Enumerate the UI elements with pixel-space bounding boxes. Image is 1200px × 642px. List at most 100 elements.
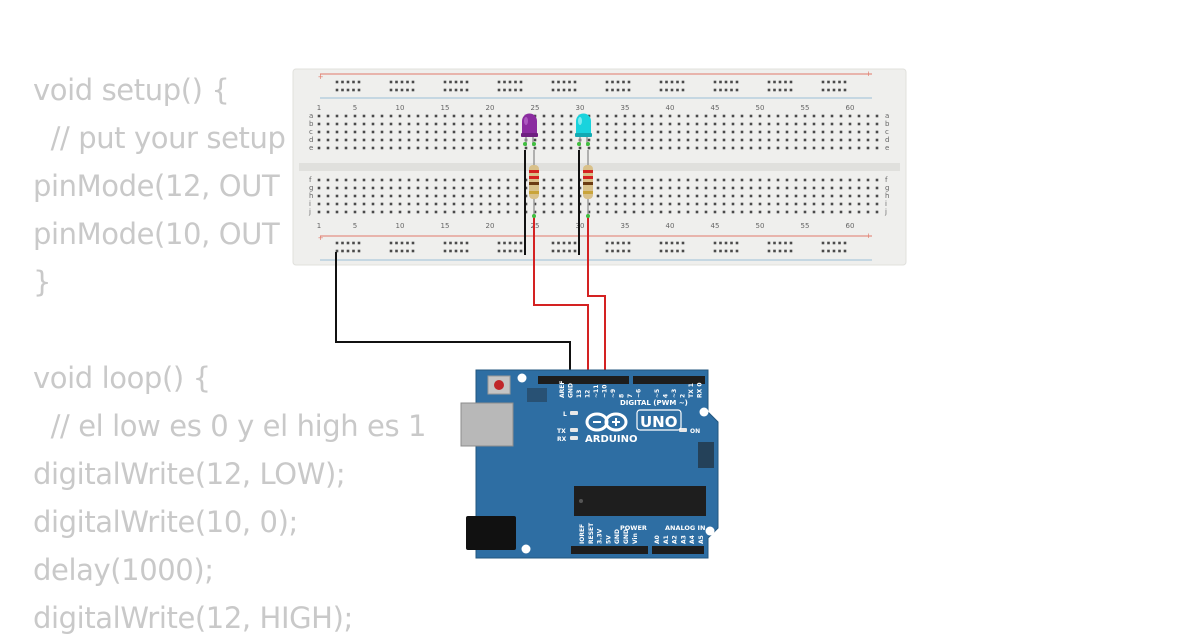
breadboard-hole bbox=[857, 114, 861, 118]
breadboard-label: 35 bbox=[621, 222, 630, 230]
breadboard-hole bbox=[411, 80, 415, 84]
on-label: ON bbox=[690, 428, 700, 435]
digital-label: DIGITAL (PWM ~) bbox=[620, 399, 688, 407]
breadboard-hole bbox=[326, 202, 330, 206]
breadboard-hole bbox=[335, 178, 339, 182]
breadboard-hole bbox=[371, 178, 375, 182]
breadboard-hole bbox=[659, 249, 663, 253]
breadboard-hole bbox=[317, 130, 321, 134]
breadboard-hole bbox=[839, 186, 843, 190]
breadboard-hole bbox=[344, 114, 348, 118]
breadboard-hole bbox=[479, 130, 483, 134]
breadboard-hole bbox=[596, 210, 600, 214]
breadboard-hole bbox=[686, 122, 690, 126]
breadboard-hole bbox=[668, 130, 672, 134]
breadboard-hole bbox=[335, 80, 339, 84]
breadboard-hole bbox=[551, 80, 555, 84]
breadboard-label: 25 bbox=[531, 104, 540, 112]
breadboard-hole bbox=[695, 210, 699, 214]
breadboard-hole bbox=[443, 210, 447, 214]
breadboard-hole bbox=[767, 80, 771, 84]
breadboard-hole bbox=[335, 210, 339, 214]
breadboard-hole bbox=[389, 146, 393, 150]
breadboard-label: i bbox=[885, 200, 887, 208]
breadboard-hole bbox=[641, 146, 645, 150]
resistor-band bbox=[583, 191, 593, 194]
pin-label: ~5 bbox=[654, 389, 661, 398]
breadboard-hole bbox=[352, 249, 355, 253]
breadboard-hole bbox=[443, 80, 447, 84]
breadboard-hole bbox=[326, 178, 330, 182]
breadboard-hole bbox=[389, 249, 393, 253]
breadboard-hole bbox=[776, 178, 780, 182]
led-purple-body bbox=[522, 113, 537, 136]
breadboard-hole bbox=[416, 186, 420, 190]
breadboard-hole bbox=[713, 194, 717, 198]
breadboard-hole bbox=[326, 122, 330, 126]
breadboard-hole bbox=[434, 130, 438, 134]
breadboard-hole bbox=[488, 130, 492, 134]
breadboard-hole bbox=[665, 249, 668, 253]
breadboard-label: 40 bbox=[666, 104, 675, 112]
breadboard-hole bbox=[848, 210, 852, 214]
breadboard-hole bbox=[596, 138, 600, 142]
breadboard-hole bbox=[623, 202, 627, 206]
breadboard-hole bbox=[542, 202, 546, 206]
breadboard-hole bbox=[875, 194, 879, 198]
breadboard-hole bbox=[632, 114, 636, 118]
breadboard-hole bbox=[353, 114, 357, 118]
breadboard-hole bbox=[371, 210, 375, 214]
mounting-hole bbox=[705, 526, 715, 536]
breadboard-hole bbox=[380, 146, 384, 150]
breadboard-hole bbox=[371, 194, 375, 198]
breadboard-hole bbox=[389, 88, 393, 92]
rail-plus-label: + bbox=[318, 233, 323, 243]
breadboard-hole bbox=[470, 202, 474, 206]
breadboard-hole bbox=[353, 194, 357, 198]
breadboard-hole bbox=[519, 241, 523, 245]
breadboard-hole bbox=[317, 194, 321, 198]
breadboard-hole bbox=[551, 241, 555, 245]
power-header bbox=[571, 546, 648, 554]
breadboard-hole bbox=[443, 146, 447, 150]
breadboard-hole bbox=[407, 178, 411, 182]
breadboard-hole bbox=[713, 241, 717, 245]
breadboard-hole bbox=[686, 186, 690, 190]
pin-label: 8 bbox=[619, 394, 626, 398]
breadboard-hole bbox=[830, 178, 834, 182]
breadboard-hole bbox=[562, 88, 566, 92]
breadboard-hole bbox=[454, 80, 458, 84]
breadboard-hole bbox=[677, 122, 681, 126]
breadboard-hole bbox=[767, 202, 771, 206]
breadboard-hole bbox=[353, 210, 357, 214]
breadboard-hole bbox=[821, 130, 825, 134]
code-line: digitalWrite(10, 0); bbox=[33, 505, 298, 539]
breadboard-hole bbox=[479, 186, 483, 190]
breadboard-hole bbox=[773, 80, 776, 84]
breadboard-label: 50 bbox=[756, 222, 765, 230]
breadboard-hole bbox=[389, 80, 393, 84]
breadboard-hole bbox=[352, 80, 355, 84]
breadboard-hole bbox=[380, 210, 384, 214]
breadboard-hole bbox=[398, 178, 402, 182]
breadboard-hole bbox=[407, 114, 411, 118]
breadboard-hole bbox=[560, 186, 564, 190]
breadboard-hole bbox=[731, 202, 735, 206]
breadboard-hole bbox=[452, 114, 456, 118]
breadboard-hole bbox=[616, 249, 620, 253]
breadboard-hole bbox=[362, 122, 366, 126]
breadboard-hole bbox=[614, 210, 618, 214]
breadboard-hole bbox=[821, 138, 825, 142]
breadboard-hole bbox=[749, 130, 753, 134]
pin-label: GND bbox=[623, 529, 630, 544]
breadboard-hole bbox=[461, 146, 465, 150]
breadboard-hole bbox=[497, 146, 501, 150]
breadboard-hole bbox=[542, 194, 546, 198]
breadboard-hole bbox=[776, 146, 780, 150]
breadboard-hole bbox=[622, 80, 625, 84]
breadboard-hole bbox=[452, 130, 456, 134]
breadboard-hole bbox=[542, 138, 546, 142]
code-line: pinMode(10, OUT bbox=[33, 217, 280, 251]
breadboard-hole bbox=[611, 88, 614, 92]
breadboard-hole bbox=[668, 202, 672, 206]
